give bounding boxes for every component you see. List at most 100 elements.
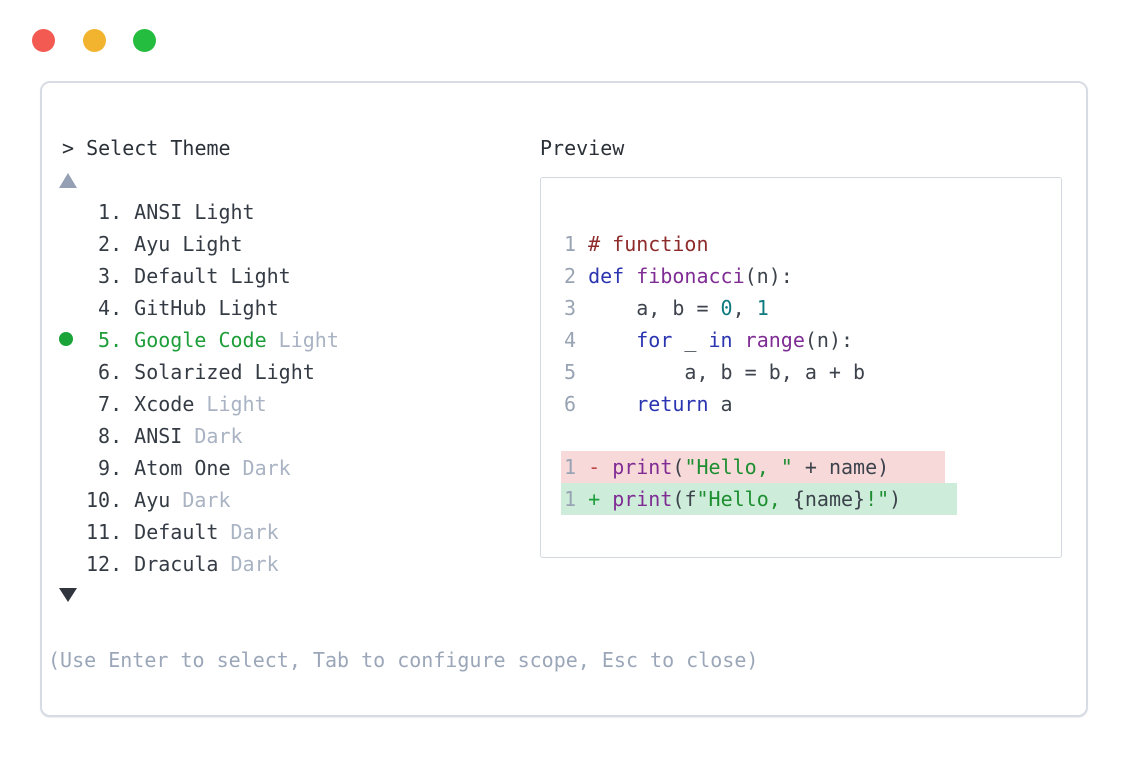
theme-number: 1. (86, 200, 135, 224)
code-token: (f (672, 487, 697, 511)
theme-item-1[interactable]: 1. ANSI Light (62, 196, 255, 228)
theme-number: 8. (86, 424, 135, 448)
code-token: fibonacci (636, 264, 745, 288)
code-token: print (612, 487, 673, 511)
theme-name: Ayu Light (134, 232, 243, 256)
preview-title: Preview (540, 136, 625, 160)
theme-number: 2. (86, 232, 135, 256)
code-token: a, b = b, a + b (588, 360, 866, 384)
theme-number: 12. (86, 552, 135, 576)
diff-removed-line: 1 - print("Hello, " + name) (561, 451, 945, 483)
theme-item-2[interactable]: 2. Ayu Light (62, 228, 243, 260)
code-line-5: 5 a, b = b, a + b (564, 356, 865, 388)
theme-variant: Dark (182, 424, 243, 448)
theme-item-12[interactable]: 12. Dracula Dark (62, 548, 279, 580)
theme-item-9[interactable]: 9. Atom One Dark (62, 452, 291, 484)
code-token: "Hello, (696, 487, 793, 511)
keyboard-hint: (Use Enter to select, Tab to configure s… (48, 648, 759, 672)
theme-name: ANSI (134, 424, 183, 448)
zoom-button[interactable] (133, 29, 157, 52)
code-token: 1 (756, 296, 769, 320)
theme-variant: Light (266, 328, 339, 352)
code-token: in (708, 328, 733, 352)
theme-number: 10. (86, 488, 135, 512)
code-token: return (636, 392, 709, 416)
theme-item-5[interactable]: 5. Google Code Light (59, 324, 339, 356)
code-token: print (612, 455, 673, 479)
code-token: range (744, 328, 805, 352)
code-line-3: 3 a, b = 0, 1 (564, 292, 769, 324)
code-token (733, 328, 745, 352)
code-line-2: 2 def fibonacci(n): (564, 260, 793, 292)
code-line-4: 4 for _ in range(n): (564, 324, 853, 356)
code-token: _ (672, 328, 709, 352)
code-token: + (588, 487, 613, 511)
line-number: 1 (564, 455, 589, 479)
code-token: a (708, 392, 733, 416)
code-token: "Hello, " (684, 455, 793, 479)
theme-item-8[interactable]: 8. ANSI Dark (62, 420, 243, 452)
code-token: a, b = (588, 296, 721, 320)
theme-variant: Dark (218, 520, 279, 544)
theme-name: Default Light (134, 264, 291, 288)
theme-name: Xcode (134, 392, 195, 416)
theme-name: Dracula (134, 552, 219, 576)
minimize-button[interactable] (82, 29, 106, 52)
code-token: + name) (792, 455, 890, 479)
theme-name: Ayu (134, 488, 171, 512)
theme-number: 9. (86, 456, 135, 480)
theme-number: 7. (86, 392, 135, 416)
line-number: 4 (564, 328, 589, 352)
theme-name: Solarized Light (134, 360, 315, 384)
theme-number: 5. (86, 328, 135, 352)
scroll-down-icon[interactable] (59, 588, 77, 602)
theme-name: Atom One (134, 456, 231, 480)
code-token: - (588, 455, 613, 479)
code-line-1: 1 # function (564, 228, 709, 260)
code-token: , (732, 296, 757, 320)
theme-item-6[interactable]: 6. Solarized Light (62, 356, 315, 388)
theme-number: 4. (86, 296, 135, 320)
theme-name: Default (134, 520, 219, 544)
theme-picker-panel: > Select Theme 1. ANSI Light 2. Ayu Ligh… (40, 81, 1088, 717)
code-token: !" (865, 487, 890, 511)
theme-variant: Dark (230, 456, 291, 480)
scroll-up-icon[interactable] (59, 173, 77, 188)
theme-name: GitHub Light (134, 296, 279, 320)
line-number: 5 (564, 360, 589, 384)
theme-name: Google Code (134, 328, 267, 352)
code-token (624, 264, 636, 288)
theme-item-10[interactable]: 10. Ayu Dark (62, 484, 231, 516)
code-line-6: 6 return a (564, 388, 733, 420)
line-number: 1 (564, 232, 589, 256)
code-token: (n): (804, 328, 854, 352)
theme-item-7[interactable]: 7. Xcode Light (62, 388, 267, 420)
code-token: ) (889, 487, 902, 511)
line-number: 3 (564, 296, 589, 320)
code-token (588, 328, 636, 352)
theme-item-3[interactable]: 3. Default Light (62, 260, 291, 292)
selected-bullet-icon (59, 332, 73, 346)
code-token: (n): (744, 264, 793, 288)
code-token: 0 (720, 296, 733, 320)
line-number: 1 (564, 487, 589, 511)
bullet-column (59, 324, 86, 356)
code-token: for (636, 328, 673, 352)
theme-name: ANSI Light (134, 200, 255, 224)
line-number: 6 (564, 392, 589, 416)
close-button[interactable] (32, 29, 55, 52)
line-number: 2 (564, 264, 589, 288)
theme-variant: Dark (170, 488, 231, 512)
theme-item-4[interactable]: 4. GitHub Light (62, 292, 279, 324)
theme-variant: Dark (218, 552, 279, 576)
code-token: {name} (792, 487, 866, 511)
theme-number: 6. (86, 360, 135, 384)
theme-number: 11. (86, 520, 135, 544)
diff-added-line: 1 + print(f"Hello, {name}!") (561, 483, 957, 515)
window-controls (32, 29, 174, 56)
theme-item-11[interactable]: 11. Default Dark (62, 516, 279, 548)
code-token: def (588, 264, 625, 288)
theme-number: 3. (86, 264, 135, 288)
select-theme-prompt: > Select Theme (62, 136, 231, 160)
